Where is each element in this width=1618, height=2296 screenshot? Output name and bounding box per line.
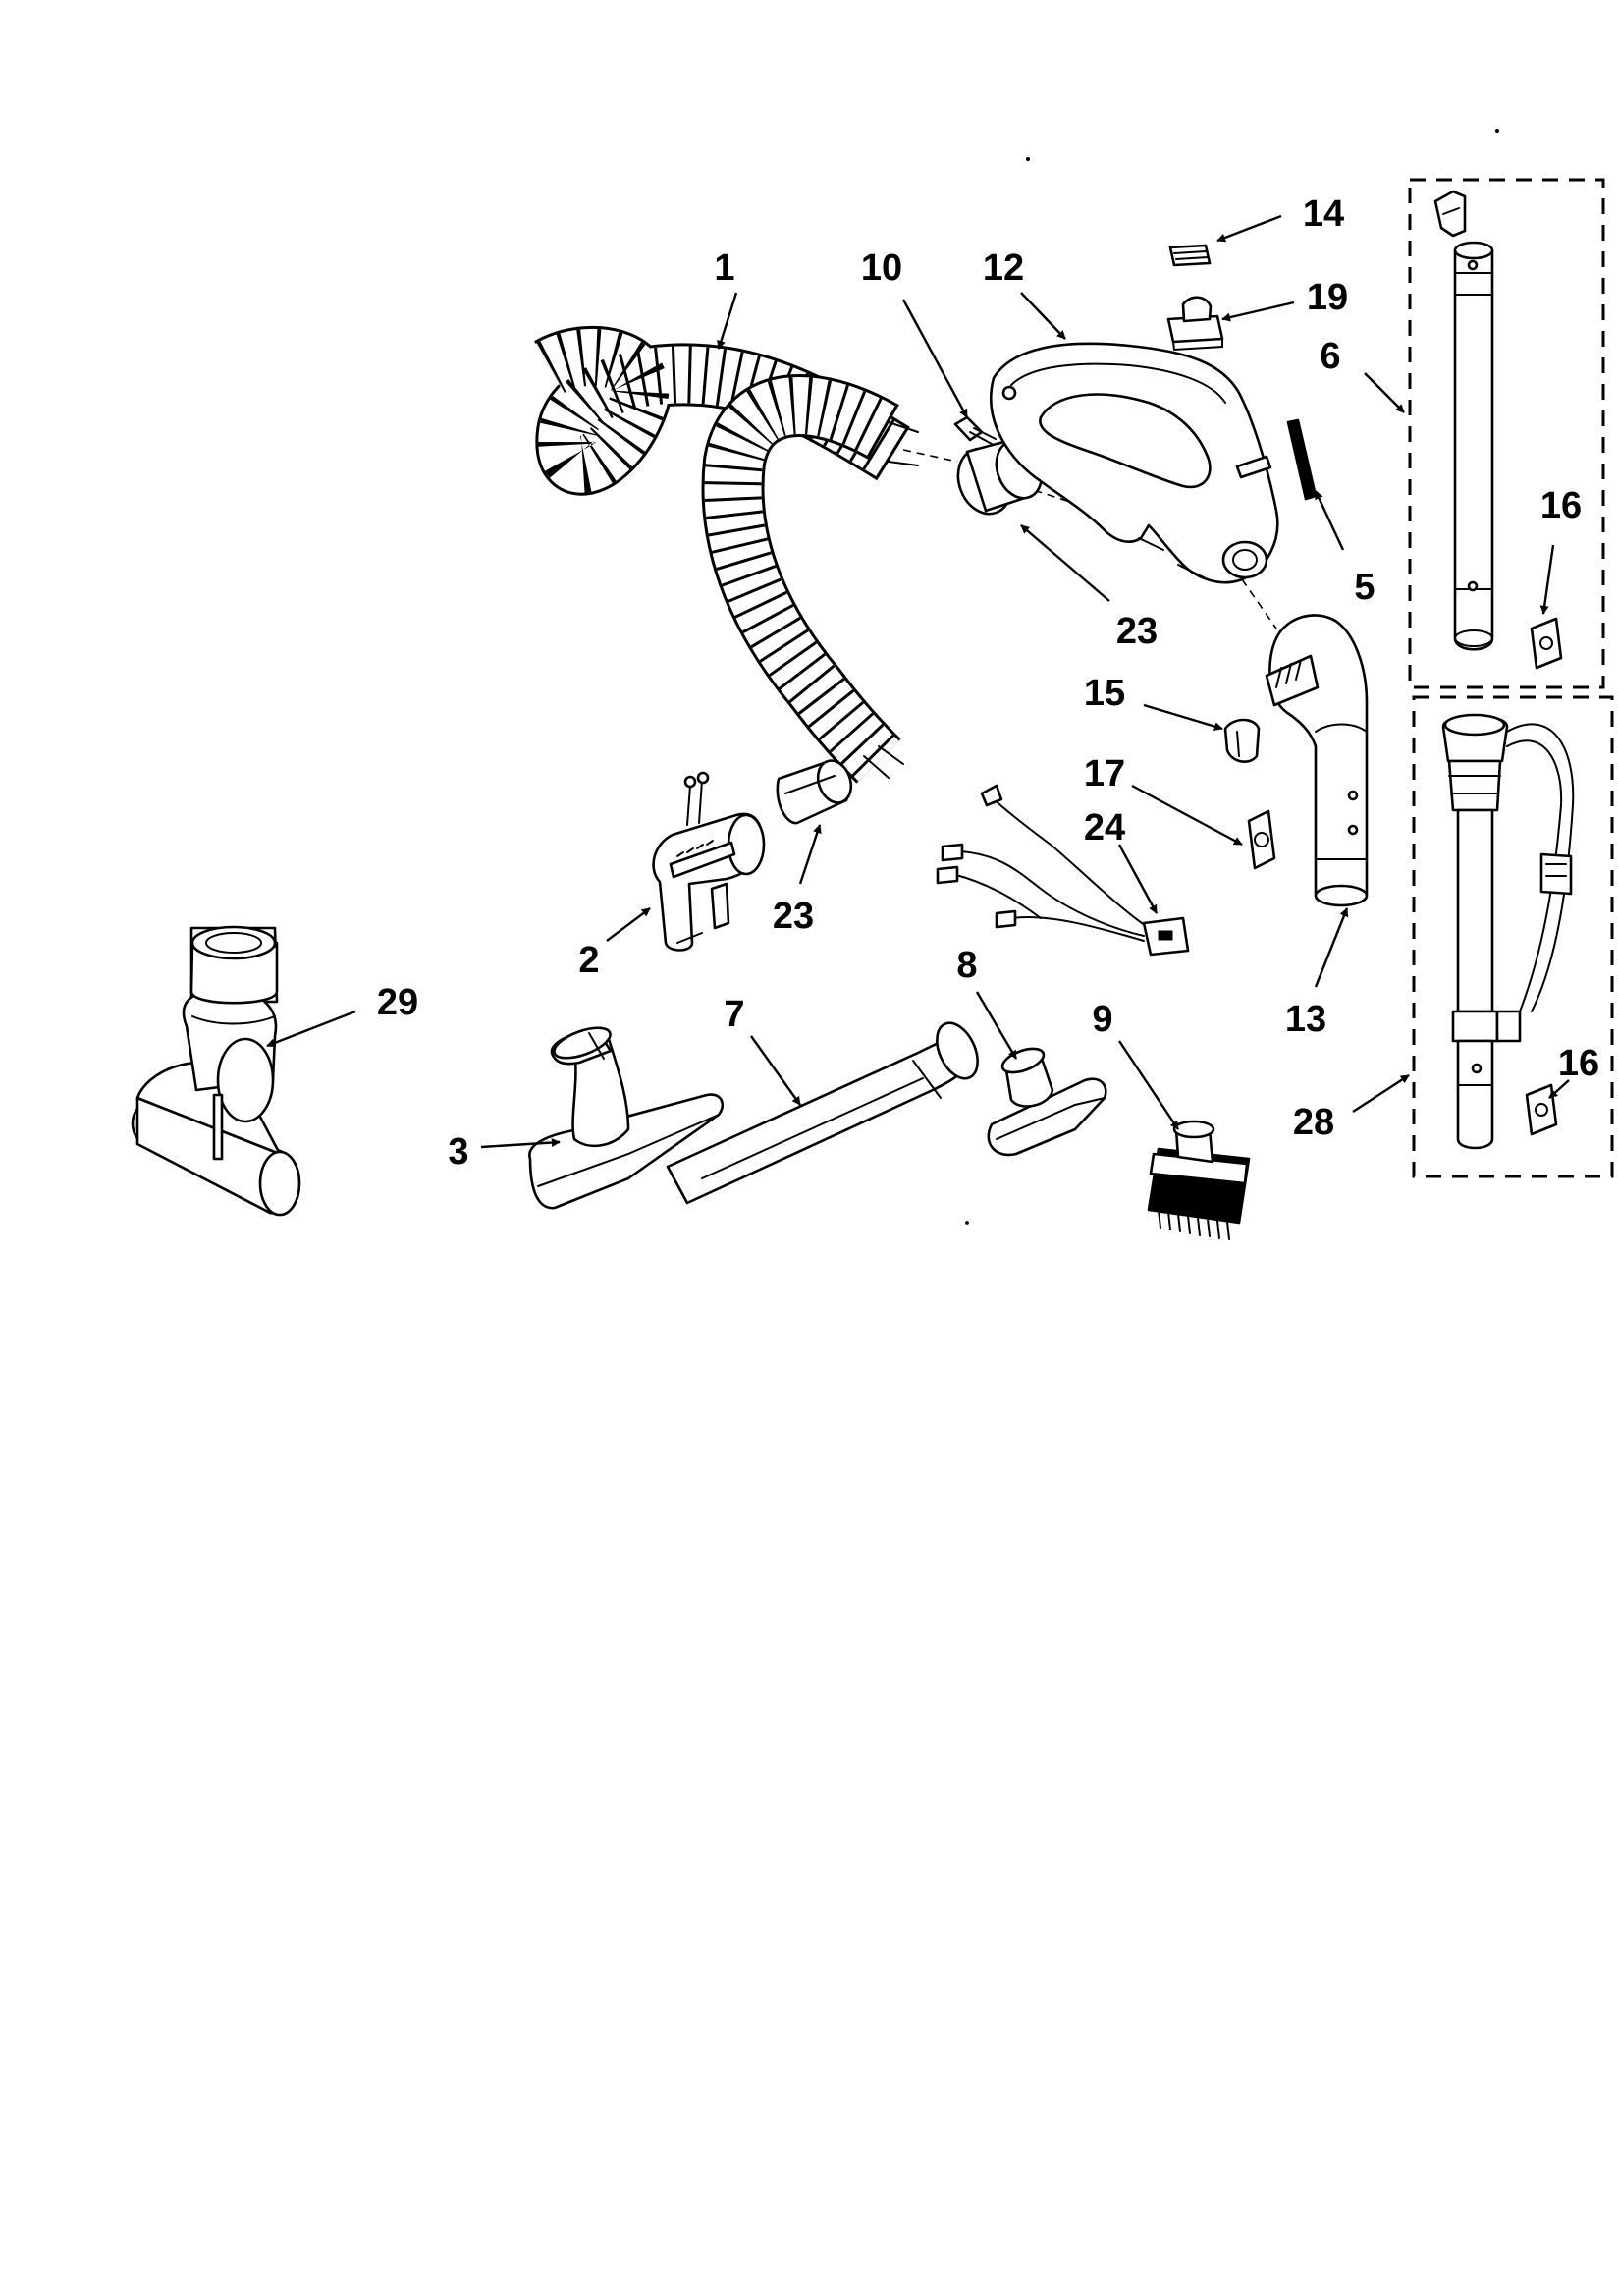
callout-3: 3 [448, 1131, 468, 1173]
part-14-tab [1168, 244, 1212, 267]
callout-6: 6 [1320, 336, 1340, 377]
part-5-spring [1286, 418, 1318, 501]
assembly-lines [902, 449, 1277, 629]
callout-14: 14 [1303, 193, 1344, 235]
callout-5: 5 [1354, 567, 1375, 608]
scan-specks [965, 128, 1500, 1225]
callout-2: 2 [578, 940, 599, 981]
part-13-wand-end [1265, 614, 1369, 907]
part-8-upholstery-tool [987, 1047, 1107, 1157]
part-15-clip [1223, 718, 1261, 763]
part-6-upper-wand [1433, 190, 1494, 651]
part-29-power-nozzle [131, 925, 301, 1217]
callout-labels: 1 10 12 14 19 6 16 5 23 15 17 24 2 23 29… [377, 193, 1599, 1173]
callout-19: 19 [1307, 277, 1348, 318]
callout-13: 13 [1285, 999, 1326, 1040]
callout-16-lower: 16 [1558, 1043, 1599, 1084]
part-1-hose [534, 325, 919, 784]
part-16-clip-upper [1530, 617, 1563, 670]
callout-8: 8 [956, 945, 977, 986]
part-28-lower-wand [1441, 713, 1575, 1150]
callout-15: 15 [1084, 673, 1125, 714]
part-7-crevice-tool [666, 1021, 979, 1205]
callout-1: 1 [714, 247, 734, 289]
callout-17: 17 [1084, 753, 1125, 794]
kit-box-6 [1408, 178, 1605, 689]
part-24-wire-harness [936, 784, 1190, 957]
callout-23-lower: 23 [773, 896, 814, 937]
callout-9: 9 [1092, 999, 1112, 1040]
callout-28: 28 [1293, 1102, 1334, 1143]
callout-16-upper: 16 [1540, 485, 1582, 526]
leader-arrows [266, 214, 1570, 1149]
part-17-latch [1247, 809, 1276, 870]
part-2-swivel-connector [652, 771, 766, 952]
callout-7: 7 [724, 994, 744, 1035]
callout-29: 29 [377, 982, 418, 1023]
part-10-screw [953, 415, 997, 445]
callout-10: 10 [861, 247, 902, 289]
part-9-dusting-brush [1147, 1120, 1251, 1240]
part-16-clip-lower [1525, 1083, 1558, 1136]
part-19-switch [1166, 296, 1224, 352]
part-12-handle [990, 342, 1279, 584]
part-3-floor-tool [528, 1026, 724, 1210]
kit-box-28 [1412, 695, 1614, 1178]
callout-23-upper: 23 [1116, 611, 1158, 652]
callout-24: 24 [1084, 807, 1125, 848]
callout-12: 12 [983, 247, 1024, 289]
part-23-coupling-lower [776, 759, 853, 825]
